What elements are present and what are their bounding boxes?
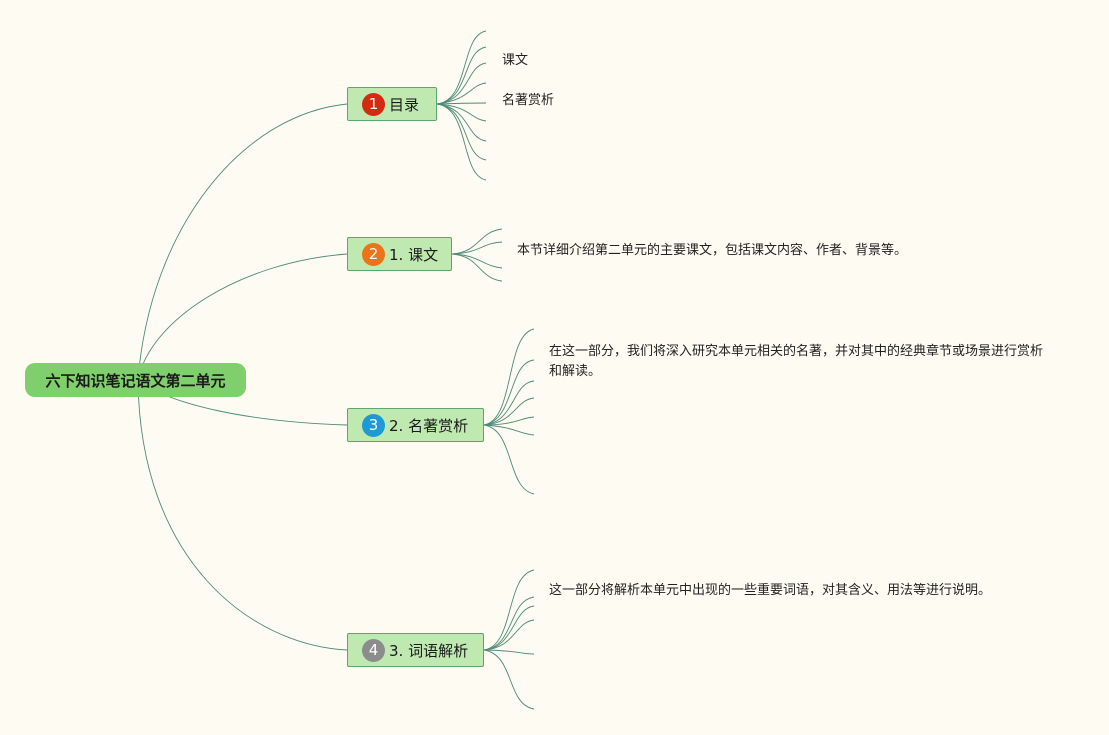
- connector-root-branch-4: [137, 379, 348, 651]
- leaf-lessons[interactable]: 课文: [502, 53, 529, 68]
- number-two-icon: 2: [362, 242, 385, 266]
- branch-label: 2. 名著赏析: [389, 416, 469, 435]
- connector-root-branch-2: [137, 253, 348, 381]
- connector-root-branch-1: [137, 103, 348, 381]
- number-three-icon: 3: [362, 413, 385, 437]
- branch-table-of-contents[interactable]: 1 目录: [347, 87, 437, 121]
- branch-classics-appreciation[interactable]: 3 2. 名著赏析: [347, 408, 484, 442]
- branch-label: 1. 课文: [389, 245, 439, 264]
- branch-lessons[interactable]: 2 1. 课文: [347, 237, 452, 271]
- root-topic[interactable]: 六下知识笔记语文第二单元: [25, 363, 246, 397]
- number-four-icon: 4: [362, 638, 385, 662]
- branch-label: 3. 词语解析: [389, 641, 469, 660]
- number-one-icon: 1: [362, 92, 385, 116]
- leaf-vocabulary-description[interactable]: 这一部分将解析本单元中出现的一些重要词语，对其含义、用法等进行说明。: [549, 583, 992, 598]
- leaf-lessons-description[interactable]: 本节详细介绍第二单元的主要课文，包括课文内容、作者、背景等。: [517, 243, 908, 258]
- branch-label: 目录: [389, 95, 420, 114]
- leaf-classics-description[interactable]: 在这一部分，我们将深入研究本单元相关的名著，并对其中的经典章节或场景进行赏析和解…: [549, 344, 1044, 379]
- branch-vocabulary-analysis[interactable]: 4 3. 词语解析: [347, 633, 484, 667]
- root-topic-label: 六下知识笔记语文第二单元: [45, 371, 226, 390]
- leaf-classics[interactable]: 名著赏析: [502, 93, 555, 108]
